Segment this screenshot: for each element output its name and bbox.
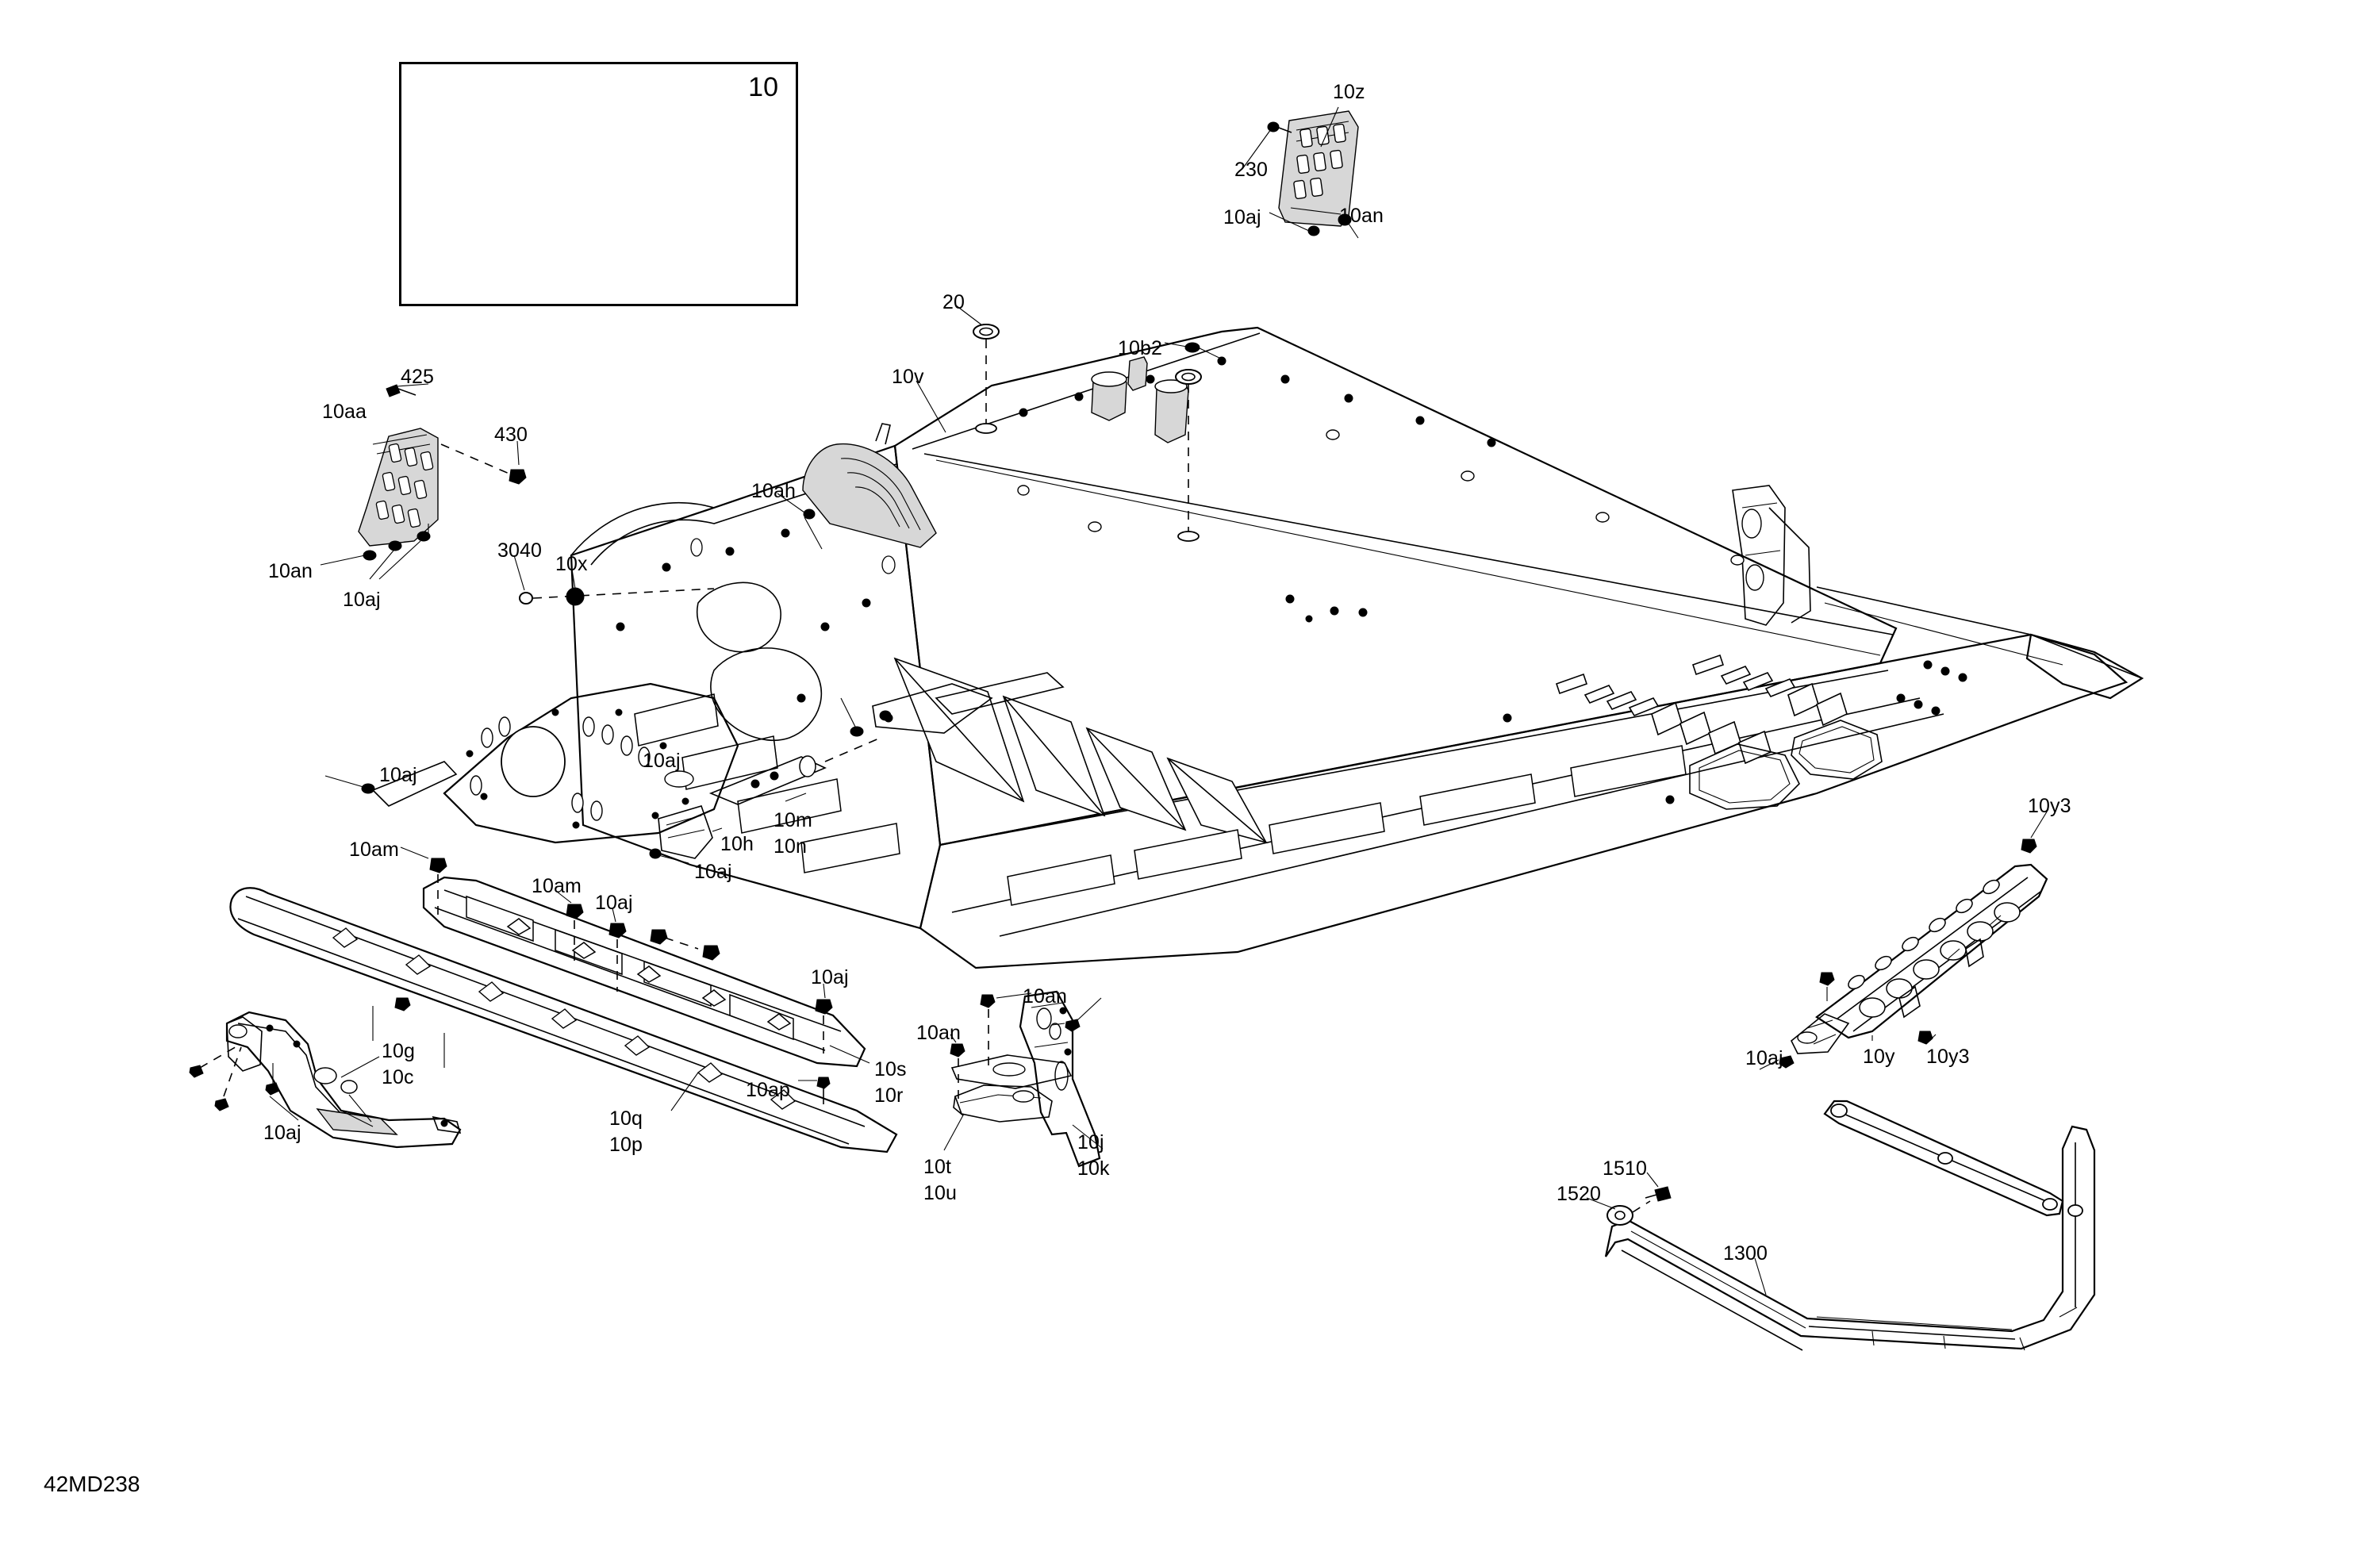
callout-10aj: 10aj [379,764,417,786]
callout-1510: 1510 [1603,1157,1648,1180]
drawing-number: 42MD238 [44,1472,140,1496]
callout-10aj: 10aj [811,966,849,988]
part-rear-tunnel-panel [324,672,1065,864]
callout-10q: 10q [609,1107,643,1130]
inset-reference-box: 10 [399,62,798,306]
part-10v-main-tunnel [570,326,2144,969]
callout-10y3: 10y3 [1926,1046,1970,1068]
callout-1520: 1520 [1557,1183,1602,1205]
callout-10x: 10x [555,553,588,575]
fasteners-rail-extra [394,929,720,1011]
callout-10j: 10j [1077,1131,1104,1153]
callout-10g: 10g [382,1040,416,1062]
inset-number-label: 10 [748,72,778,102]
part-10h [658,805,713,859]
callout-10ap: 10ap [746,1079,791,1101]
tunnel-boss [1091,356,1148,421]
callout-10m: 10m [774,809,812,831]
fastener-10y3-bottom [1917,1031,1937,1045]
callout-10k: 10k [1077,1157,1110,1180]
fastener-3040-10x [513,555,715,606]
callout-1300: 1300 [1723,1242,1768,1265]
part-1300-bumper [1586,1100,2096,1351]
fastener-230 [1267,121,1292,133]
callout-10z: 10z [1333,81,1365,103]
fastener-10an-left [950,1034,965,1103]
callout-10aj: 10aj [1223,206,1261,228]
fastener-10ap [798,1077,831,1104]
callout-10b2: 10b2 [1118,337,1163,359]
callout-20: 20 [942,291,965,313]
callout-10p: 10p [609,1134,643,1156]
callout-430: 430 [494,424,528,446]
callout-10am: 10am [532,875,582,897]
part-10y-right-rail [1759,808,2049,1070]
callout-10aj: 10aj [694,861,732,883]
callout-10h: 10h [720,833,754,855]
callout-10v: 10v [892,366,924,388]
callout-230: 230 [1234,159,1269,181]
part-10g-10c-ski-leg [189,1011,462,1149]
callout-10aj: 10aj [643,750,681,772]
leader-10v [916,380,946,433]
callout-10aj: 10aj [1745,1047,1783,1069]
callout-10aj: 10aj [343,589,381,611]
callout-10an: 10an [268,560,313,582]
callout-10r: 10r [874,1084,904,1107]
callout-425: 425 [401,366,435,388]
fastener-10am-2 [556,891,584,966]
callout-10y3: 10y3 [2028,795,2071,817]
part-10m-10n [708,756,827,805]
fastener-10aj-10s [815,983,833,1054]
callout-10aj: 10aj [263,1122,301,1144]
callout-10t: 10t [923,1156,952,1178]
callout-10n: 10n [774,835,808,858]
fastener-430 [440,440,527,485]
fastener-20-grommet [955,305,1000,434]
callout-10am: 10am [349,839,399,861]
callout-3040: 3040 [497,539,543,562]
callout-10u: 10u [923,1182,958,1204]
callout-10c: 10c [382,1066,414,1088]
callout-10s: 10s [874,1058,907,1080]
callout-10an: 10an [916,1022,962,1044]
callout-10y: 10y [1863,1046,1895,1068]
callout-10an: 10an [1023,985,1068,1008]
callout-10ah: 10ah [751,480,797,502]
fastener-10am-1 [400,846,447,915]
fastener-10aj-rail [608,908,627,992]
callout-10aa: 10aa [322,401,367,423]
callout-10an: 10an [1339,205,1384,227]
fastener-10b2 [1164,342,1226,542]
callout-10aj: 10aj [595,892,633,914]
part-10ah-front-shield [777,423,937,550]
